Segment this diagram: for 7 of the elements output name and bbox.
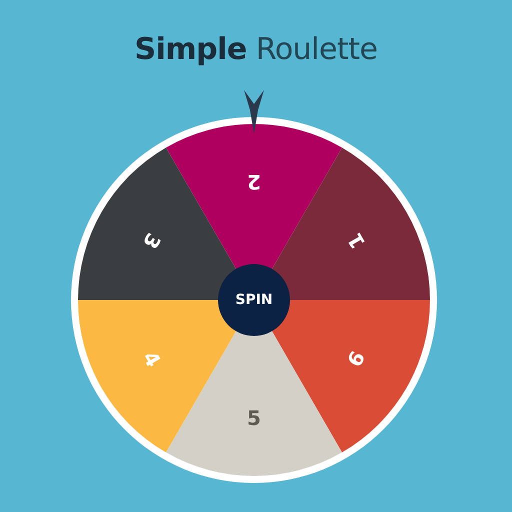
- segment-number: 6: [342, 346, 370, 372]
- title: Simple Roulette: [134, 32, 378, 67]
- segment-number: 2: [247, 170, 261, 194]
- segment-number: 4: [138, 346, 166, 372]
- segment-number: 5: [247, 406, 261, 430]
- segment-number: 3: [138, 228, 166, 254]
- segment-number: 1: [342, 228, 370, 254]
